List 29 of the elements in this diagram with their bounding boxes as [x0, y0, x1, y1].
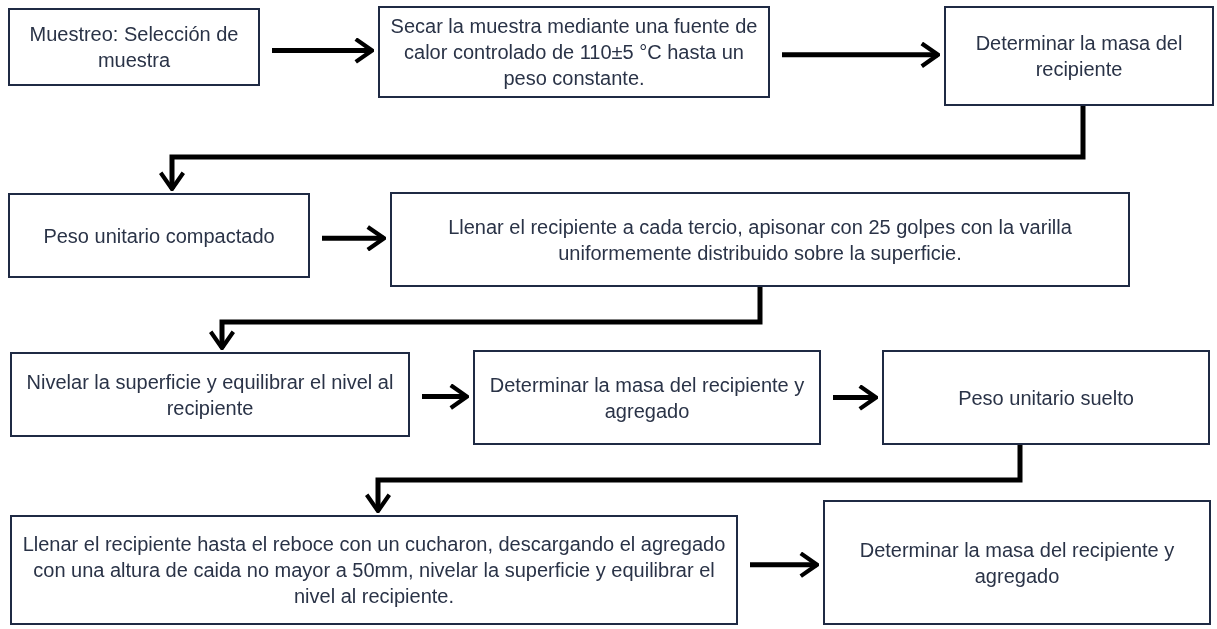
step-text: Llenar el recipiente a cada tercio, apisonar con 25 golpes con la varilla uniformemente distribuido sobre la superficie.: [447, 214, 1073, 266]
process-box: [823, 500, 1211, 625]
step-text: Determinar la masa del recipiente y agregado: [488, 372, 806, 424]
step-text: Muestreo: Selección de muestra: [28, 22, 240, 73]
arrow: [422, 383, 470, 411]
process-box: [882, 350, 1210, 445]
process-box: [10, 352, 410, 437]
arrow: [782, 41, 941, 69]
process-box: [944, 6, 1214, 106]
step-text: Determinar la masa del recipiente y agregado: [858, 537, 1176, 589]
arrow: [364, 445, 1023, 514]
step-text: Nivelar la superficie y equilibrar el nivel al recipiente: [25, 369, 395, 421]
arrow: [833, 384, 879, 411]
process-box: [473, 350, 821, 445]
arrow: [750, 551, 820, 579]
process-box: [10, 515, 738, 625]
step-text: Determinar la masa del recipiente: [974, 31, 1184, 82]
arrow: [272, 37, 375, 64]
process-box: [8, 193, 310, 278]
arrow: [208, 287, 763, 351]
step-text: Peso unitario compactado: [43, 223, 275, 249]
process-box: [390, 192, 1130, 287]
process-box: [8, 8, 260, 86]
arrow: [158, 106, 1086, 192]
step-text: Peso unitario suelto: [958, 385, 1134, 411]
arrow: [322, 224, 387, 252]
process-box: [378, 6, 770, 98]
step-text: Llenar el recipiente hasta el reboce con un cucharon, descargando el agregado con una altura de caida no mayor a 50mm, nivelar la superficie y equilibrar el nivel al recipiente.: [21, 532, 727, 609]
step-text: Secar la muestra mediante una fuente de calor controlado de 110±5 °C hasta un peso constante.: [389, 14, 759, 91]
